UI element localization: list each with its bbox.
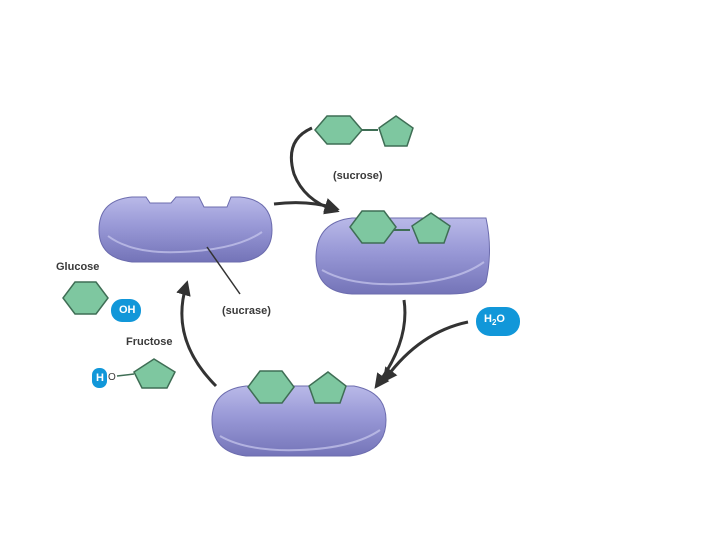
release-arrow — [176, 280, 218, 388]
water-h: H — [484, 313, 492, 325]
bound-glucose-product-icon — [247, 370, 295, 404]
glucose-ring-icon — [314, 115, 363, 145]
o-group-label: O — [108, 372, 116, 383]
oh-group-label: OH — [119, 304, 136, 316]
substrate-label: (sucrose) — [333, 170, 383, 182]
h-badge — [92, 368, 107, 388]
fructose-label: Fructose — [126, 336, 173, 348]
released-fructose — [92, 358, 176, 389]
h-group-label: H — [96, 372, 104, 384]
glucose-label: Glucose — [56, 261, 100, 273]
glucose-product-ring-icon — [62, 281, 109, 315]
released-glucose — [62, 281, 141, 322]
enzyme-label: (sucrase) — [222, 305, 271, 317]
binding-arrow — [273, 198, 340, 213]
water-subscript: 2 — [491, 318, 497, 327]
bound-fructose-product-icon — [308, 371, 347, 404]
water-label: H2O — [484, 313, 505, 327]
enzyme-substrate-complex — [315, 210, 490, 295]
water-badge — [476, 307, 520, 336]
enzyme-label-pointer — [206, 246, 241, 295]
water-entry-arrow — [382, 320, 469, 383]
oh-badge — [111, 299, 141, 322]
sucrose-molecule — [314, 115, 414, 147]
enzyme-product-complex — [211, 370, 387, 457]
substrate-entry-arrow — [289, 126, 340, 215]
water-o: O — [496, 313, 505, 325]
enzyme-empty — [98, 196, 273, 263]
bound-fructose-ring-icon — [411, 212, 451, 244]
bound-glucose-ring-icon — [349, 210, 397, 244]
fructose-product-ring-icon — [133, 358, 176, 389]
fructose-ring-icon — [378, 115, 414, 147]
